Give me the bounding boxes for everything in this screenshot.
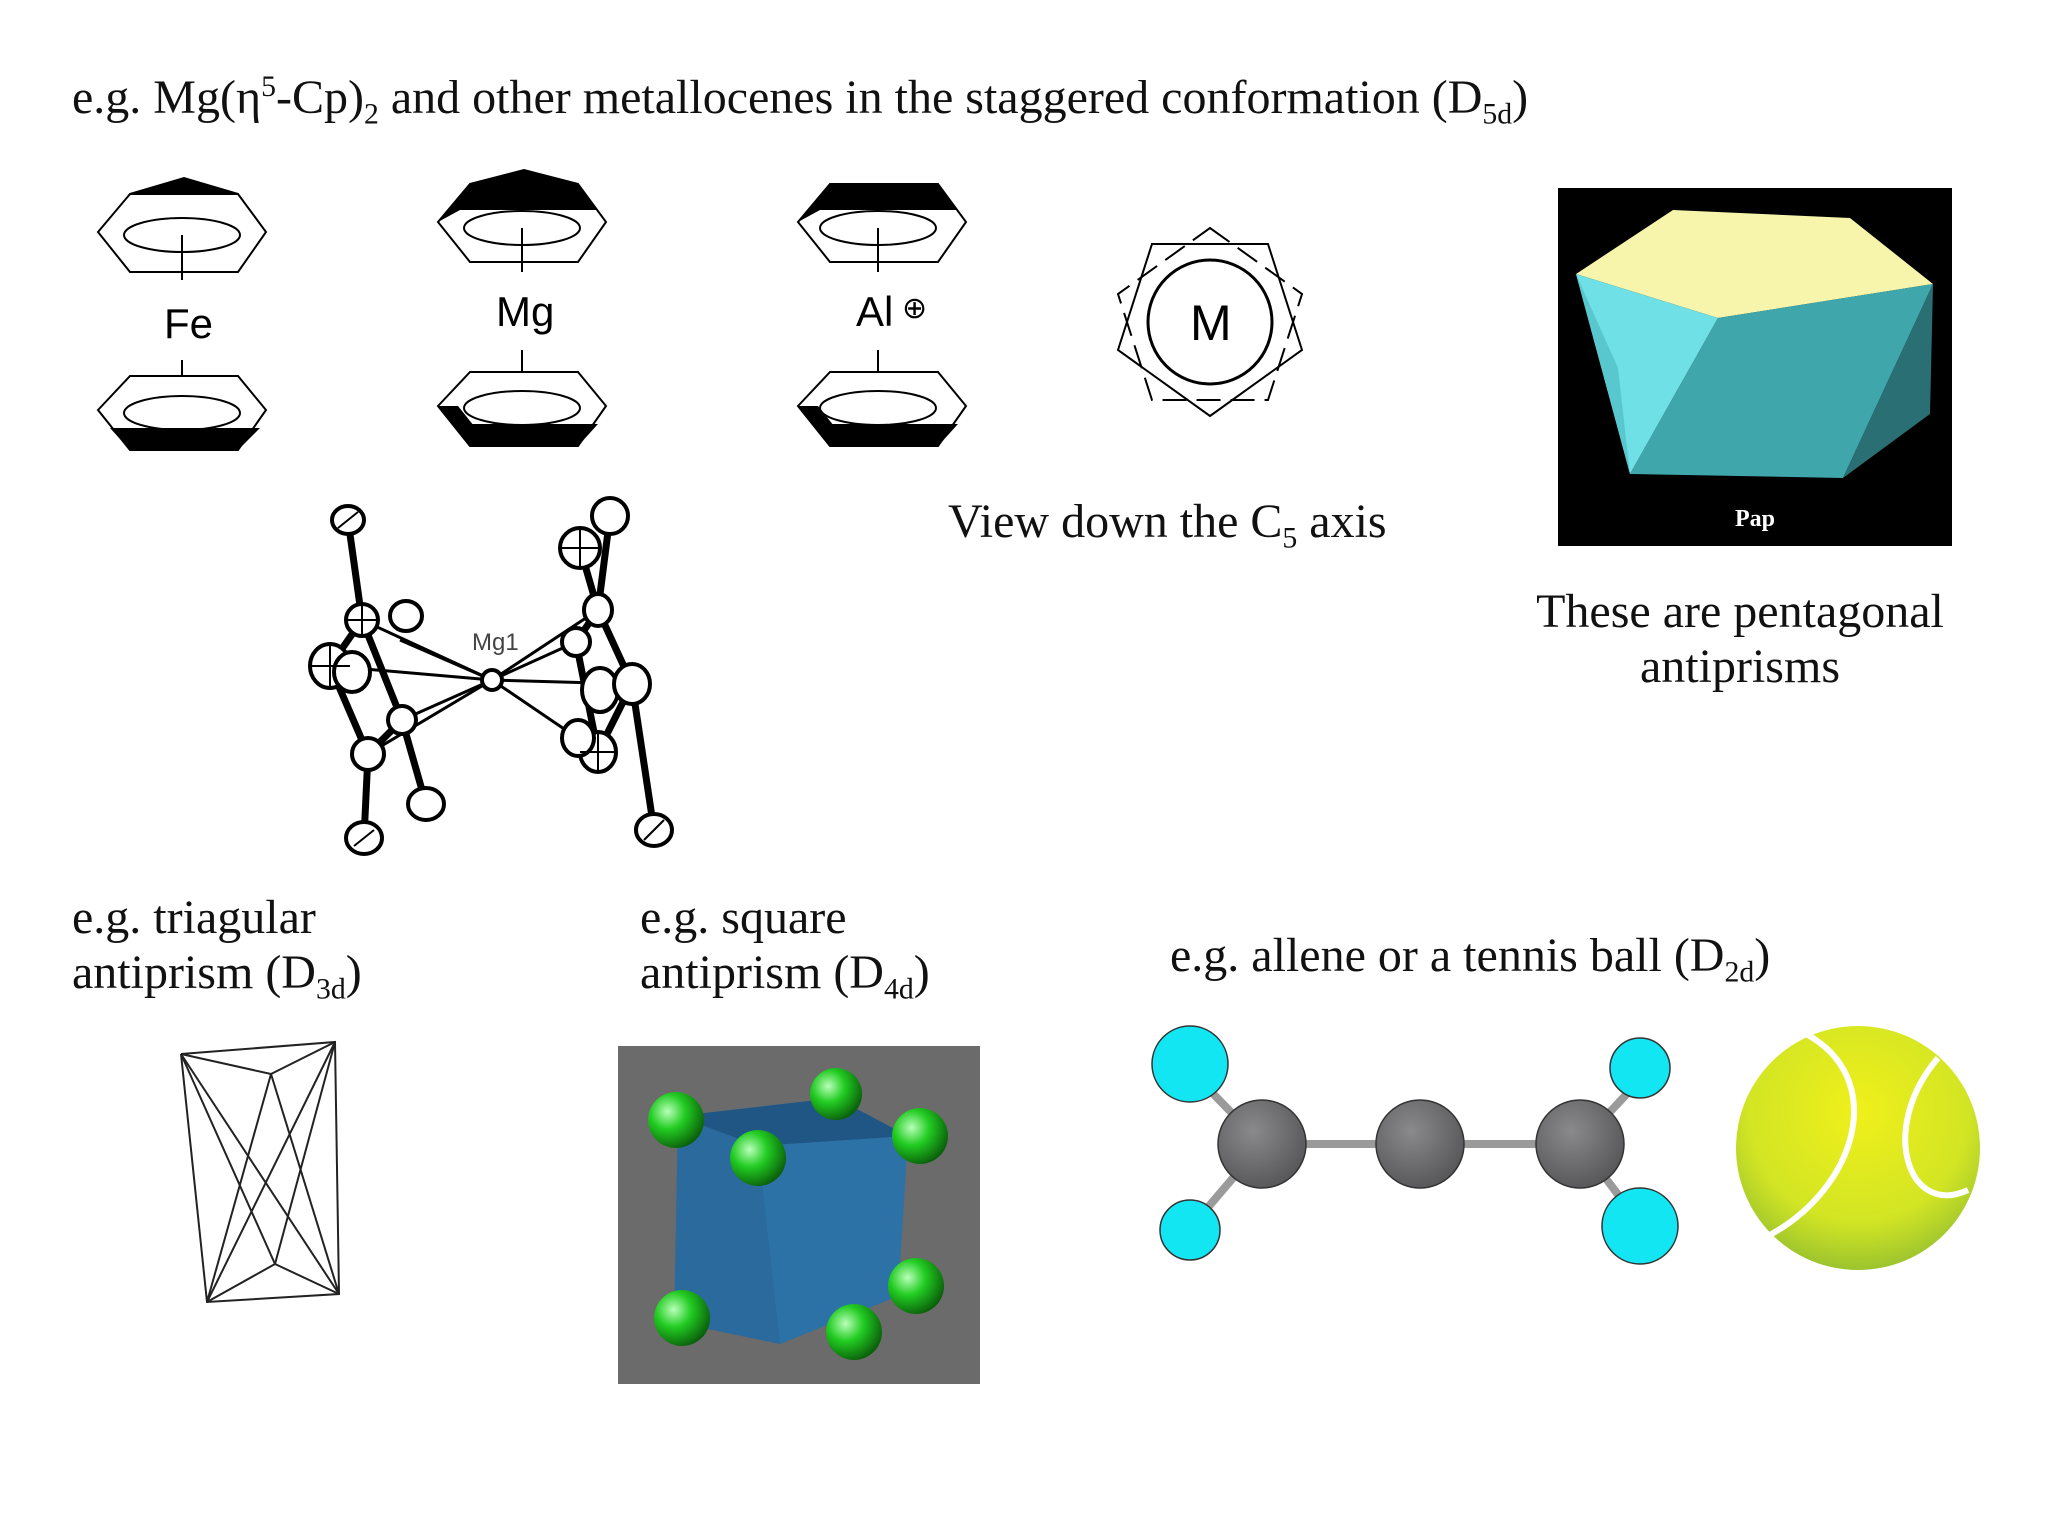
- title-mid1: -Cp): [275, 71, 364, 124]
- magnesocene-structure: Mg: [436, 168, 608, 447]
- c5-caption-pre: View down the C: [948, 495, 1283, 548]
- ferrocene-structure: Fe: [96, 176, 268, 451]
- d2d-pre: e.g. allene or a tennis ball (D: [1170, 929, 1725, 982]
- c5-caption-post: axis: [1297, 495, 1387, 548]
- title-sub2: 5d: [1482, 97, 1513, 131]
- c5-caption-sub: 5: [1282, 521, 1298, 555]
- d3d-line1: e.g. triagular: [72, 891, 316, 944]
- d4d-line2-post: ): [913, 946, 930, 1000]
- triangular-antiprism-wireframe: [180, 1040, 341, 1304]
- al-charge: ⊕: [902, 292, 927, 325]
- pap-caption-line1: These are pentagonal: [1536, 585, 1944, 638]
- title-sup: 5: [261, 70, 276, 103]
- d4d-caption: e.g. square antiprism (D4d): [640, 890, 930, 1004]
- d3d-sub: 3d: [315, 972, 346, 1006]
- fe-label: Fe: [164, 300, 213, 347]
- aluminocenium-structure: Al ⊕: [796, 183, 968, 447]
- c5-caption: View down the C5 axis: [948, 494, 1387, 553]
- crystal-structure: Mg1: [308, 496, 674, 856]
- pap-caption-line2: antiprisms: [1640, 640, 1840, 694]
- d3d-line2-post: ): [345, 946, 362, 1000]
- al-label: Al: [856, 288, 893, 335]
- title-sub1: 2: [363, 97, 379, 131]
- pap-label: Pap: [1735, 506, 1775, 532]
- d2d-post: ): [1754, 929, 1771, 982]
- page-title: e.g. Mg(η5-Cp)2 and other metallocenes i…: [72, 70, 1529, 129]
- pap-caption: These are pentagonal antiprisms: [1505, 584, 1975, 694]
- d4d-line2-pre: antiprism (D: [640, 946, 884, 1000]
- d3d-line2: antiprism (D3d): [72, 945, 362, 1004]
- tennis-ball: [1736, 1026, 1980, 1270]
- d2d-sub: 2d: [1724, 955, 1755, 989]
- d4d-line2: antiprism (D4d): [640, 945, 930, 1004]
- pentagonal-antiprism-image: Pap: [1558, 188, 1952, 546]
- mg1-label: Mg1: [472, 629, 519, 656]
- allene-model: [1151, 1025, 1679, 1265]
- title-mid2: and other metallocenes in the staggered …: [378, 71, 1483, 124]
- mg-label: Mg: [496, 288, 554, 335]
- title-prefix: e.g. Mg(η: [72, 71, 262, 124]
- d4d-line1: e.g. square: [640, 891, 847, 944]
- d3d-line2-pre: antiprism (D: [72, 946, 316, 1000]
- top-view-metal: M: [1190, 295, 1232, 351]
- square-antiprism-model: [618, 1046, 980, 1384]
- title-end: ): [1512, 71, 1529, 124]
- d3d-caption: e.g. triagular antiprism (D3d): [72, 890, 362, 1004]
- c5-top-view: M: [1116, 226, 1304, 418]
- d4d-sub: 4d: [883, 972, 914, 1006]
- d2d-caption: e.g. allene or a tennis ball (D2d): [1170, 928, 1771, 987]
